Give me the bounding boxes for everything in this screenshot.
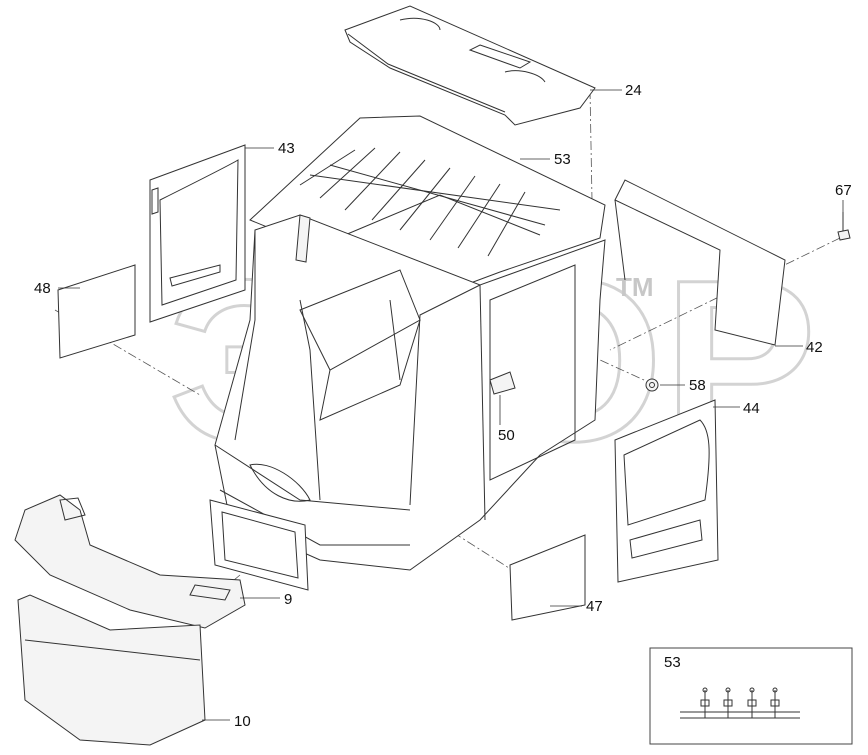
callout-47: 47: [586, 598, 603, 615]
callout-44: 44: [743, 400, 760, 417]
callout-58: 58: [689, 377, 706, 394]
door-panel-44: [614, 399, 719, 583]
roof-liner-panel: [344, 5, 596, 126]
dashboard-panel: [14, 494, 246, 629]
callout-24: 24: [625, 82, 642, 99]
callout-48: 48: [34, 280, 51, 297]
callout-9: 9: [284, 591, 292, 608]
callout-50: 50: [498, 427, 515, 444]
callout-42: 42: [806, 339, 823, 356]
rear-right-panel-42: [614, 179, 786, 346]
left-small-panel-48: [57, 264, 136, 359]
cab-body: [214, 214, 606, 571]
lower-small-panel-47: [509, 534, 586, 621]
callout-53: 53: [554, 151, 571, 168]
inset-label-53: 53: [664, 654, 681, 671]
callout-labels: 24 43 53 67 48 42 58 44 50 9 47 10: [34, 82, 852, 730]
front-grille-panel: [209, 499, 309, 591]
callout-67: 67: [835, 182, 852, 199]
trademark-symbol: TM: [616, 272, 654, 302]
grommet-58: [645, 378, 659, 392]
bolt-67: [837, 212, 851, 241]
callout-10: 10: [234, 713, 251, 730]
inset-rail-detail: [680, 687, 800, 719]
left-side-panel-43: [149, 144, 246, 323]
leader-lines: [58, 89, 844, 721]
callout-43: 43: [278, 140, 295, 157]
detail-inset: 53: [649, 647, 853, 745]
